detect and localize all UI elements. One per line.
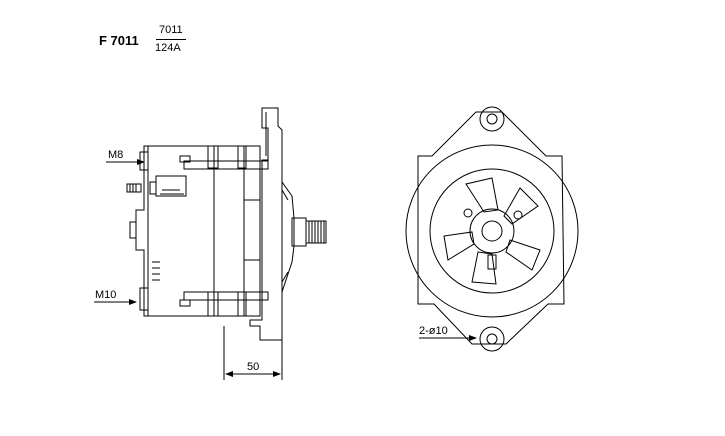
model-code: F 7011 <box>99 33 139 48</box>
fan-spoke <box>443 231 475 261</box>
mount-ear-bottom <box>479 326 505 352</box>
dimension-length-label: 50 <box>247 361 259 373</box>
housing-outer <box>405 144 579 318</box>
stator-housing <box>147 145 261 317</box>
fan-spoke <box>465 177 499 213</box>
mounting-bracket <box>249 107 283 341</box>
top-bolt <box>183 160 269 170</box>
front-view <box>405 106 579 352</box>
fraction-bar <box>156 39 186 40</box>
rotor-hub <box>469 208 515 254</box>
housing-inner <box>429 168 555 294</box>
mount-ear-top <box>479 106 505 132</box>
fan-spoke <box>471 251 497 285</box>
callout-mount-holes: 2-ø10 <box>419 325 448 337</box>
bottom-bolt <box>183 291 269 301</box>
fan-spoke <box>503 187 539 225</box>
front-flange <box>281 181 295 293</box>
side-view <box>126 107 327 380</box>
terminal-stud <box>126 183 142 193</box>
reference-denominator: 124A <box>155 42 181 54</box>
terminal-block <box>155 175 187 197</box>
drive-shaft <box>305 220 327 244</box>
callout-thread-top: M8 <box>108 149 123 161</box>
mount-hole-bottom <box>486 333 498 345</box>
callout-thread-bottom: M10 <box>95 289 116 301</box>
shaft-bore <box>481 220 503 242</box>
reference-numerator: 7011 <box>159 24 183 36</box>
fan-spoke <box>505 239 541 271</box>
mount-hole-top <box>486 113 498 125</box>
rear-cover <box>135 145 148 317</box>
mounting-frame <box>417 111 565 345</box>
